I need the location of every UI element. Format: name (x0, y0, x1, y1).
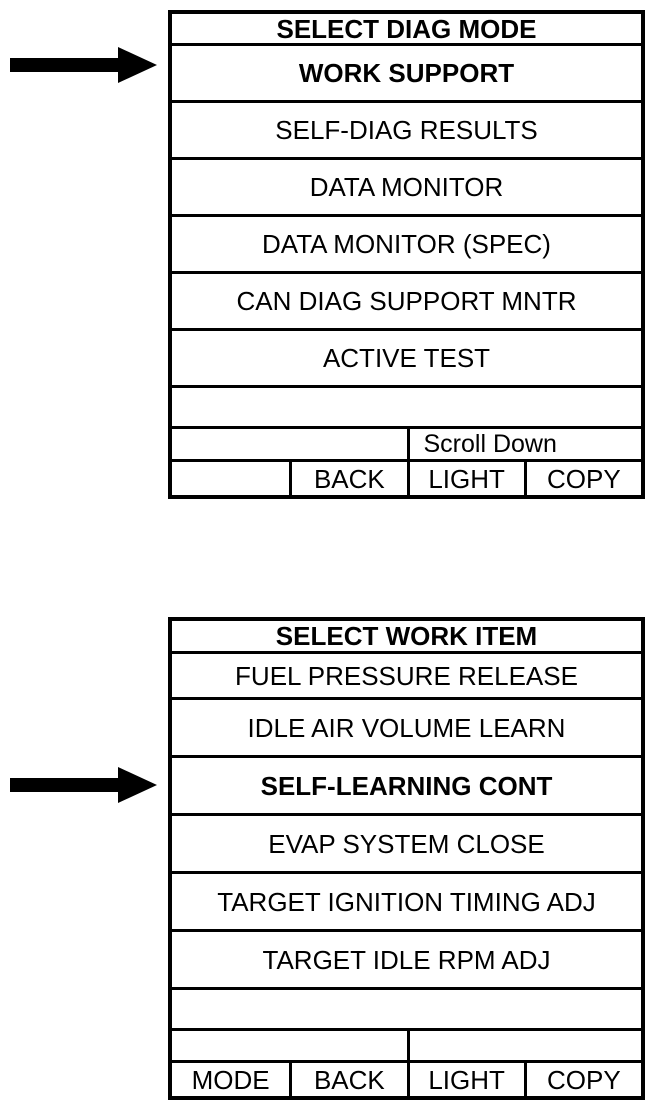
menu-item-target-ignition-timing-adj[interactable]: TARGET IGNITION TIMING ADJ (172, 874, 641, 932)
scroll-row-spacer (172, 1031, 407, 1060)
menu-item-self-diag-results[interactable]: SELF-DIAG RESULTS (172, 103, 641, 160)
selection-arrow-icon (10, 767, 157, 803)
screen-title: SELECT DIAG MODE (172, 14, 641, 46)
copy-button[interactable]: COPY (523, 1063, 641, 1096)
light-button[interactable]: LIGHT (406, 462, 524, 495)
mode-button[interactable]: MODE (191, 1064, 270, 1095)
menu-item-evap-system-close[interactable]: EVAP SYSTEM CLOSE (172, 816, 641, 874)
empty-row (172, 990, 641, 1031)
scroll-down-button[interactable]: Scroll Down (406, 429, 642, 459)
scroll-row (172, 1031, 641, 1063)
menu-item-data-monitor[interactable]: DATA MONITOR (172, 160, 641, 217)
screen-select-work-item: SELECT WORK ITEM FUEL PRESSURE RELEASE I… (168, 617, 645, 1100)
menu-item-self-learning-cont[interactable]: SELF-LEARNING CONT (172, 758, 641, 816)
button-slot-empty (172, 462, 289, 495)
screen-title: SELECT WORK ITEM (172, 621, 641, 654)
back-button[interactable]: BACK (289, 462, 406, 495)
menu-item-data-monitor-spec[interactable]: DATA MONITOR (SPEC) (172, 217, 641, 274)
screen-select-diag-mode: SELECT DIAG MODE WORK SUPPORT SELF-DIAG … (168, 10, 645, 499)
back-button[interactable]: BACK (289, 1063, 406, 1096)
menu-item-target-idle-rpm-adj[interactable]: TARGET IDLE RPM ADJ (172, 932, 641, 990)
selection-arrow-icon (10, 47, 157, 83)
menu-item-can-diag-support-mntr[interactable]: CAN DIAG SUPPORT MNTR (172, 274, 641, 331)
scroll-row-cell (406, 1031, 642, 1060)
empty-row (172, 388, 641, 429)
scroll-row-spacer (172, 429, 407, 459)
copy-button[interactable]: COPY (523, 462, 641, 495)
menu-item-idle-air-volume-learn[interactable]: IDLE AIR VOLUME LEARN (172, 700, 641, 758)
button-row: BACK LIGHT COPY (172, 462, 641, 495)
scroll-row: Scroll Down (172, 429, 641, 462)
menu-item-active-test[interactable]: ACTIVE TEST (172, 331, 641, 388)
menu-item-fuel-pressure-release[interactable]: FUEL PRESSURE RELEASE (172, 654, 641, 700)
light-button[interactable]: LIGHT (406, 1063, 524, 1096)
menu-item-work-support[interactable]: WORK SUPPORT (172, 46, 641, 103)
button-row: MODE BACK LIGHT COPY (172, 1063, 641, 1096)
